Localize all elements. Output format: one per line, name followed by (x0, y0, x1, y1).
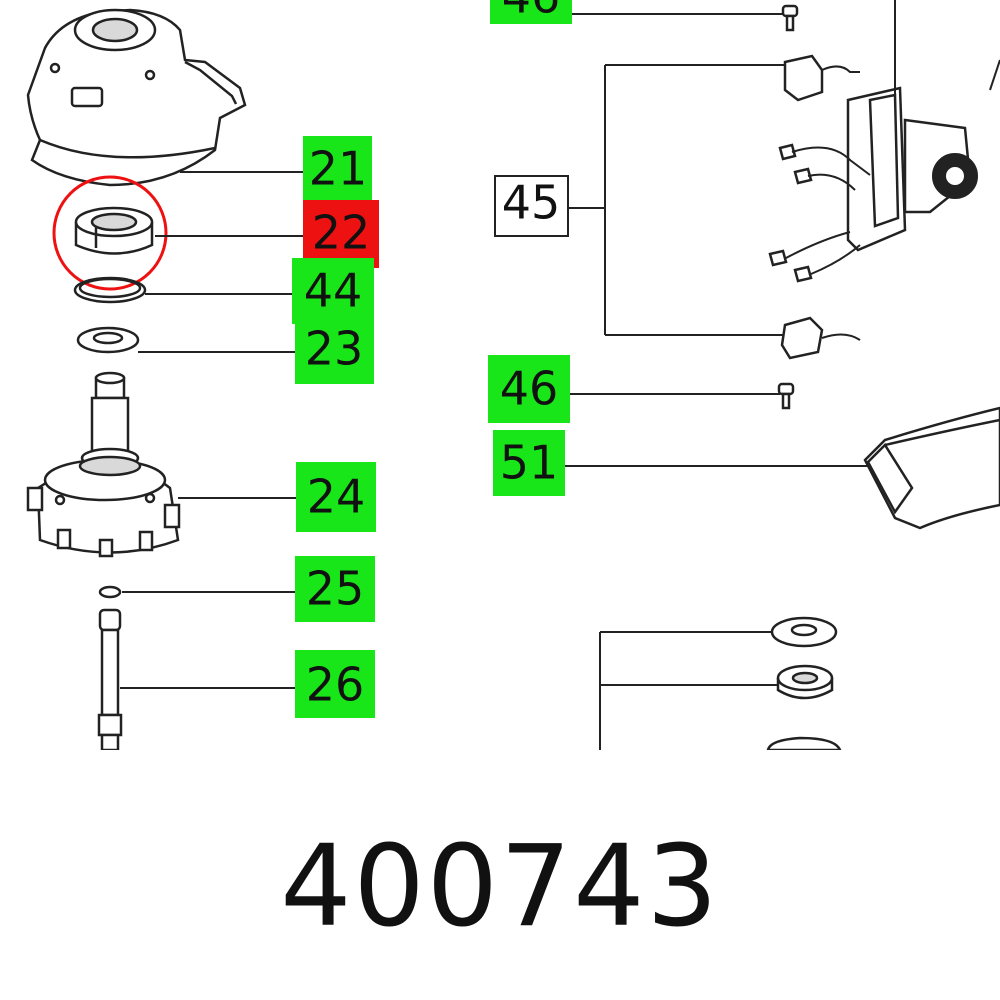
part-46-screw[interactable] (777, 382, 795, 410)
part-grommet[interactable] (776, 664, 834, 700)
label-21[interactable]: 21 (303, 136, 372, 200)
label-25[interactable]: 25 (295, 556, 375, 622)
part-40-screw[interactable] (781, 4, 799, 32)
svg-text:23: 23 (305, 322, 364, 376)
diagram-crop-mask (0, 750, 1000, 1000)
part-washer-upper[interactable] (770, 616, 838, 648)
label-45[interactable]: 45 (494, 175, 569, 237)
part-45-electronics-assembly[interactable] (768, 0, 1000, 360)
part-51-hose-adapter[interactable] (863, 406, 1000, 530)
svg-text:26: 26 (306, 658, 365, 712)
label-26[interactable]: 26 (295, 650, 375, 718)
part-cap-cropped[interactable] (766, 736, 842, 752)
bracket-45 (568, 64, 785, 336)
part-number: 400743 (280, 822, 720, 952)
bracket-lower (599, 631, 778, 750)
part-25-o-ring[interactable] (98, 585, 122, 599)
part-23-washer[interactable] (76, 326, 140, 354)
svg-text:24: 24 (307, 470, 366, 524)
part-21-housing-cover[interactable] (26, 8, 247, 187)
label-22[interactable]: 22 (303, 200, 379, 268)
svg-text:46: 46 (502, 0, 561, 24)
svg-text:22: 22 (312, 206, 371, 260)
leader-lines-left (120, 171, 303, 689)
svg-text:44: 44 (304, 264, 363, 318)
highlight-circle (52, 175, 168, 291)
svg-text:21: 21 (309, 142, 368, 196)
part-22-bearing[interactable] (74, 206, 154, 255)
label-40[interactable]: 46 (490, 0, 572, 24)
label-51[interactable]: 51 (493, 430, 565, 496)
svg-text:45: 45 (502, 176, 561, 230)
svg-text:51: 51 (500, 436, 559, 490)
svg-text:46: 46 (500, 362, 559, 416)
part-24-gear-housing[interactable] (26, 371, 181, 558)
label-24[interactable]: 24 (296, 462, 376, 532)
part-44-ring[interactable] (73, 276, 147, 304)
label-44[interactable]: 44 (292, 258, 374, 324)
svg-text:25: 25 (306, 562, 365, 616)
label-23[interactable]: 23 (295, 318, 374, 384)
part-26-shaft[interactable] (97, 608, 123, 752)
label-46[interactable]: 46 (488, 355, 570, 423)
